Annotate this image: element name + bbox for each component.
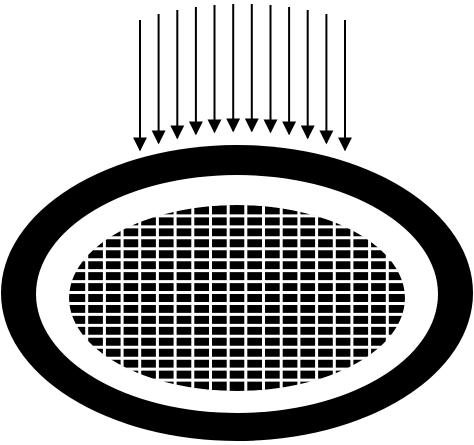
mesh-disc <box>69 205 405 391</box>
downward-arrows <box>133 4 352 152</box>
mesh-grid <box>69 205 405 391</box>
mesh-lines <box>69 205 405 391</box>
